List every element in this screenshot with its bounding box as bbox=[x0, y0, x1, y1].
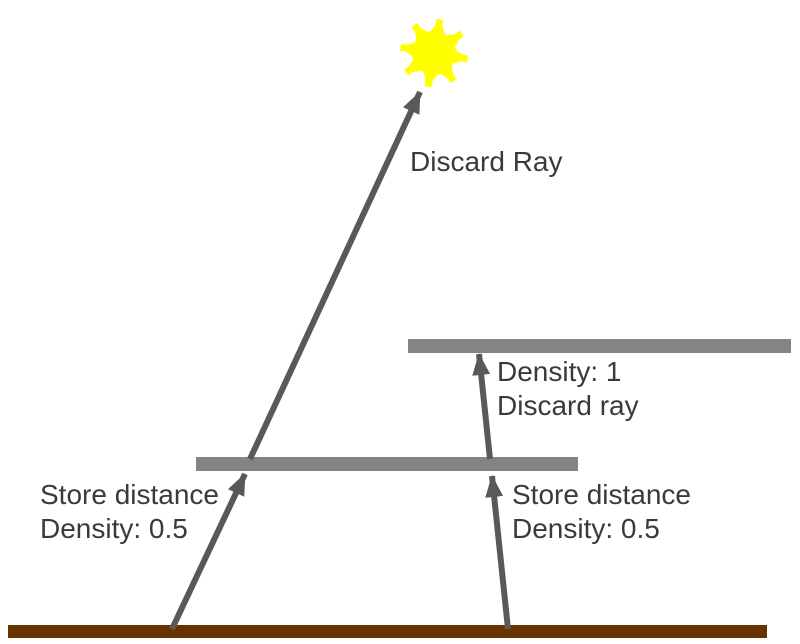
sun-ray bbox=[399, 42, 415, 57]
upper-cloud-layer bbox=[408, 339, 791, 353]
right-hit-label: Store distance Density: 0.5 bbox=[512, 478, 691, 546]
sun-rays bbox=[399, 18, 469, 88]
ground-bar bbox=[8, 625, 767, 638]
sun-ray bbox=[453, 49, 469, 64]
upper-hit-label: Density: 1 Discard ray bbox=[497, 355, 639, 423]
left-hit-action-text: Store distance bbox=[40, 479, 219, 510]
upper-hit-density-text: Density: 1 bbox=[497, 356, 622, 387]
sun-ray bbox=[423, 72, 438, 88]
sun-body bbox=[412, 31, 456, 75]
sun-ray bbox=[411, 23, 428, 40]
right-ground-ray-arrow bbox=[485, 475, 511, 630]
sun-ray bbox=[440, 66, 457, 83]
sun-ray bbox=[430, 18, 445, 34]
sun-ray bbox=[447, 30, 464, 47]
right-hit-density-text: Density: 0.5 bbox=[512, 513, 660, 544]
sun-icon bbox=[399, 18, 469, 88]
discard-ray-label: Discard Ray bbox=[410, 146, 563, 177]
lower-cloud-layer bbox=[196, 457, 578, 471]
sun-ray bbox=[404, 59, 421, 76]
left-ground-ray-arrow bbox=[169, 472, 248, 631]
left-hit-density-text: Density: 0.5 bbox=[40, 513, 188, 544]
upper-hit-action-text: Discard ray bbox=[497, 390, 639, 421]
discard-ray-to-sun-arrow bbox=[247, 90, 423, 461]
left-hit-label: Store distance Density: 0.5 bbox=[40, 478, 219, 546]
right-upper-ray-arrow bbox=[472, 353, 493, 460]
right-hit-action-text: Store distance bbox=[512, 479, 691, 510]
